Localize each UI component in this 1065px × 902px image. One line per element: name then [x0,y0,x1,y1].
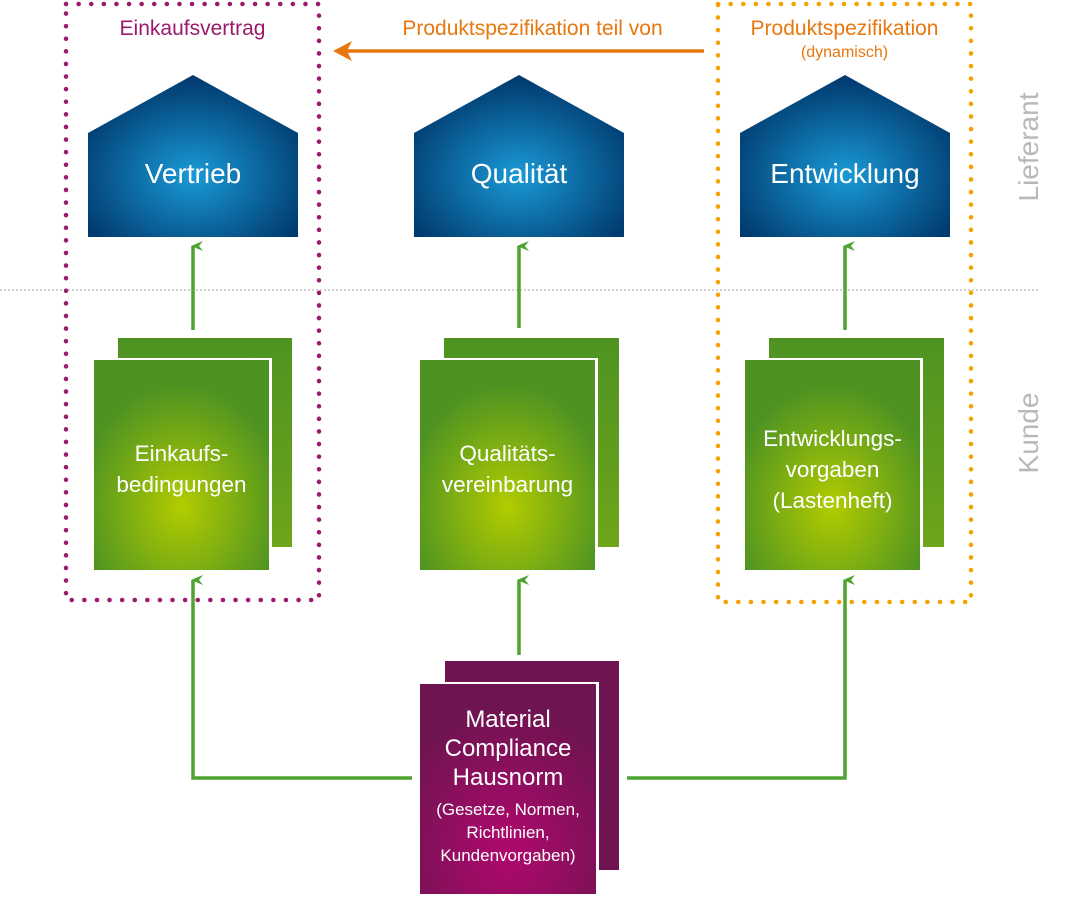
doc-line: vorgaben [785,457,880,482]
doc-line: (Lastenheft) [772,488,893,513]
doc-line: Entwicklungs- [763,426,902,451]
department-label-vertrieb: Vertrieb [144,158,242,189]
product-spec-title: Produktspezifikation [750,17,939,40]
doc-line: Einkaufs- [134,441,229,466]
arrow-mc-to-entwicklung [627,575,855,780]
document-einkaufsbedingungen [92,338,292,573]
purchase-contract-frame [63,1,322,603]
relation-arrow [333,41,704,61]
doc-line: bedingungen [116,472,247,497]
mc-title-line: Compliance [444,735,572,762]
material-compliance-label: Material Compliance Hausnorm (Gesetze, N… [420,705,596,867]
document-material-compliance [418,661,619,896]
product-spec-frame [715,1,974,605]
department-label-entwicklung: Entwicklung [770,158,920,189]
zone-label-supplier: Lieferant [1013,92,1044,202]
document-label-einkaufsbedingungen: Einkaufs- bedingungen [94,438,269,500]
mc-title-line: Hausnorm [452,764,564,791]
department-house-qualitaet [414,75,624,237]
document-qualitaetsvereinbarung [418,338,619,573]
doc-line: Qualitäts- [459,441,556,466]
zone-label-customer: Kunde [1013,392,1044,474]
relation-label: Produktspezifikation teil von [402,17,663,40]
department-label-qualitaet: Qualität [470,158,568,189]
department-house-entwicklung [740,75,950,237]
document-entwicklungsvorgaben [743,338,944,573]
mc-title-line: Material [465,706,551,733]
product-spec-subtitle: (dynamisch) [800,44,889,61]
doc-line: vereinbarung [441,472,574,497]
department-house-vertrieb [88,75,298,237]
document-label-entwicklungsvorgaben: Entwicklungs- vorgaben (Lastenheft) [745,423,920,516]
mc-detail-line: Richtlinien, [466,823,550,842]
purchase-contract-title: Einkaufsvertrag [119,17,266,40]
arrow-mc-to-einkauf [191,575,412,780]
mc-detail-line: Kundenvorgaben) [440,846,576,865]
document-label-qualitaetsvereinbarung: Qualitäts- vereinbarung [420,438,595,500]
mc-detail-line: (Gesetze, Normen, [436,800,580,819]
